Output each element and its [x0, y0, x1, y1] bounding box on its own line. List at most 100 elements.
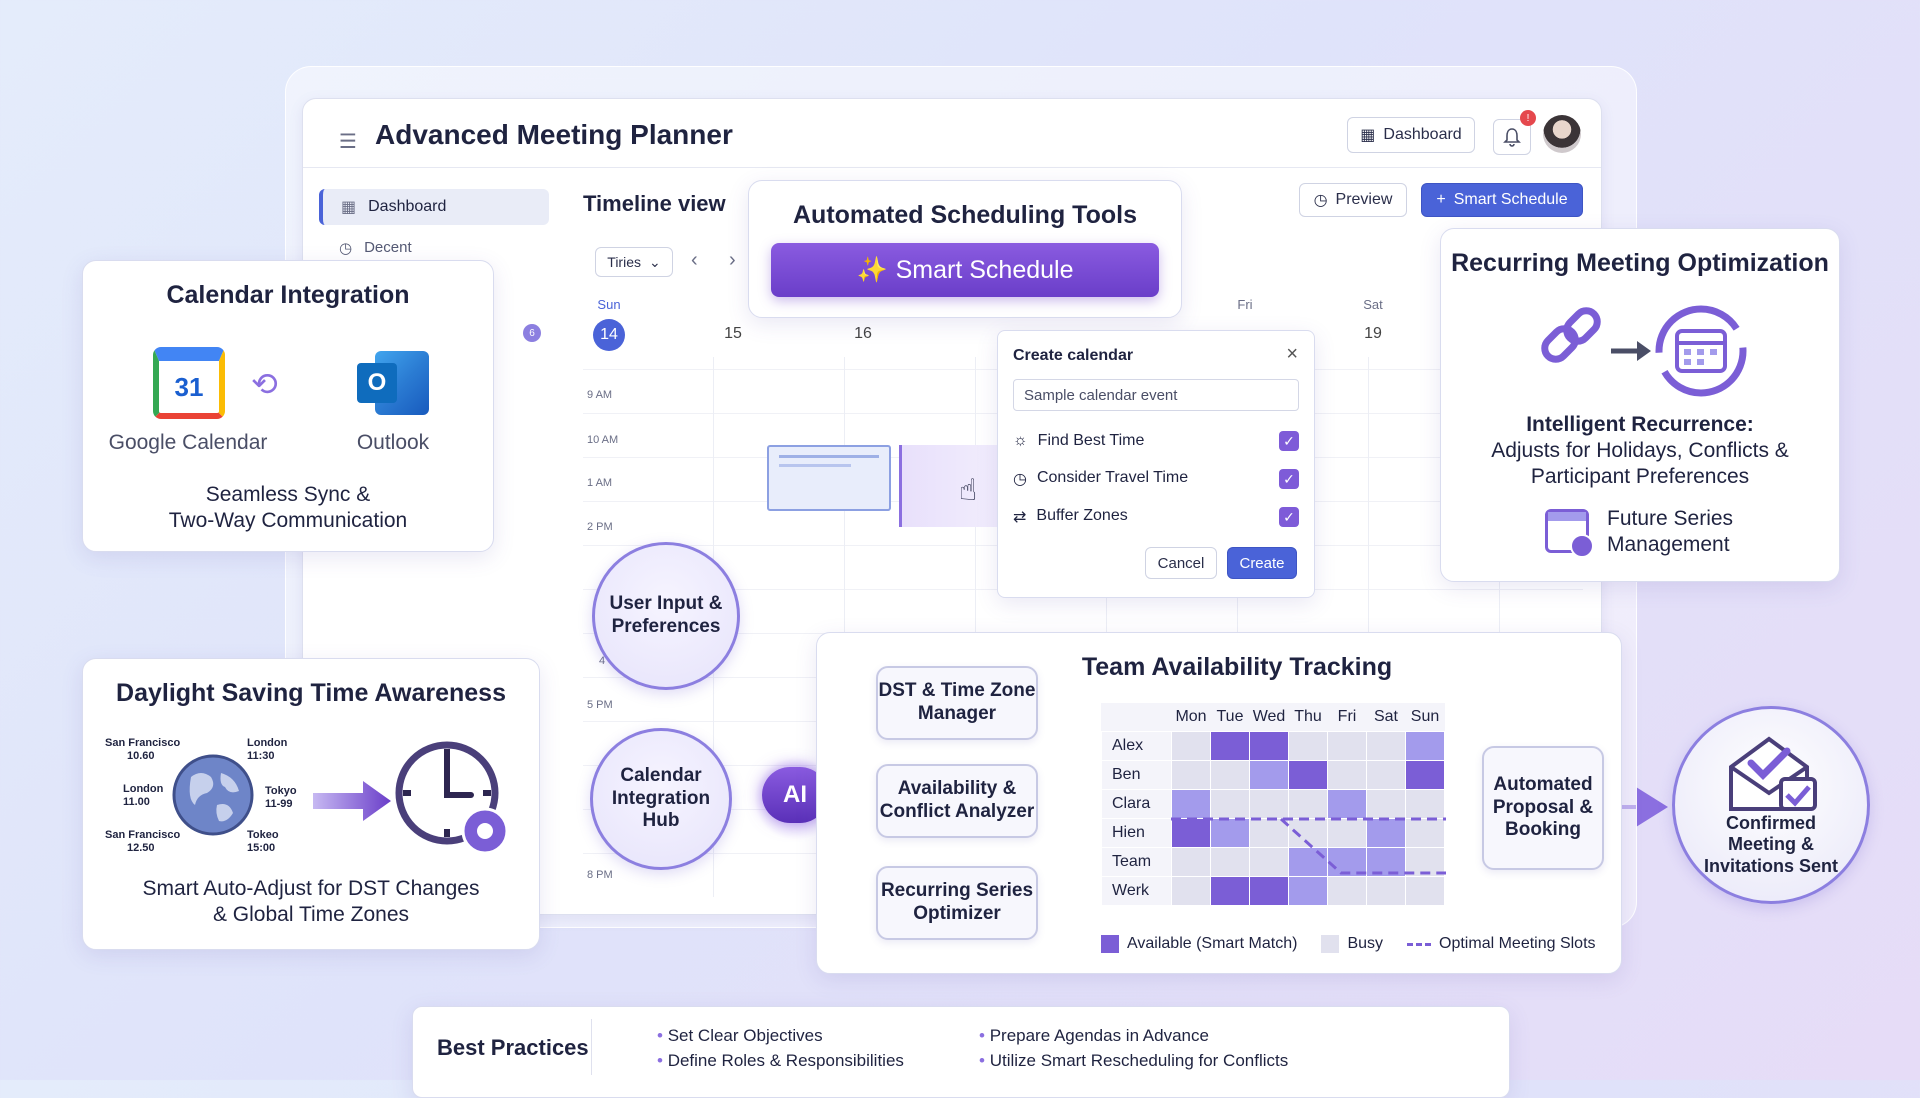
bell-icon	[1503, 128, 1521, 147]
option-find-best-time[interactable]: ☼Find Best Time ✓	[1013, 431, 1299, 451]
day-header: Wed	[1252, 708, 1286, 725]
calendar-icon: ▦	[341, 199, 357, 216]
availability-cell[interactable]	[1249, 760, 1289, 790]
availability-cell[interactable]	[1327, 876, 1367, 906]
availability-cell[interactable]	[1366, 789, 1406, 819]
availability-cell[interactable]	[1288, 876, 1328, 906]
preview-button[interactable]: ◷Preview	[1299, 183, 1407, 217]
sidebar-item-dashboard[interactable]: ▦Dashboard	[319, 189, 549, 225]
timeline-label: Timeline view	[583, 191, 726, 216]
menu-icon[interactable]: ☰	[339, 131, 357, 153]
google-calendar-icon: 31	[153, 347, 225, 419]
checkbox-checked[interactable]: ✓	[1279, 507, 1299, 527]
sun-icon: ☼	[1013, 432, 1028, 449]
avatar[interactable]	[1543, 115, 1581, 153]
availability-cell[interactable]	[1327, 818, 1367, 848]
event-block[interactable]	[767, 445, 891, 511]
clock-icon: ◷	[1313, 192, 1328, 209]
availability-cell[interactable]	[1171, 760, 1211, 790]
member-name: Ben	[1101, 760, 1172, 790]
availability-cell[interactable]	[1366, 731, 1406, 761]
availability-cell[interactable]	[1249, 876, 1289, 906]
smart-schedule-top-button[interactable]: +Smart Schedule	[1421, 183, 1583, 217]
day-date[interactable]: 16	[854, 325, 872, 342]
calendar-clock-icon	[1545, 509, 1594, 558]
hand-cursor-icon: ☝	[959, 474, 978, 507]
availability-cell[interactable]	[1210, 847, 1250, 877]
time-label: 5 PM	[587, 699, 613, 711]
availability-cell[interactable]	[1171, 876, 1211, 906]
availability-cell[interactable]	[1171, 731, 1211, 761]
drag-preview-block[interactable]	[899, 445, 1012, 527]
availability-cell[interactable]	[1288, 760, 1328, 790]
confirmed-meeting-node: Confirmed Meeting & Invitations Sent	[1672, 706, 1870, 904]
automated-tools-title: Automated Scheduling Tools	[793, 201, 1137, 229]
clock-icon: ◷	[1013, 471, 1027, 488]
availability-cell[interactable]	[1327, 731, 1367, 761]
day-header: Sat	[1373, 708, 1398, 725]
availability-cell[interactable]	[1249, 789, 1289, 819]
availability-cell[interactable]	[1171, 818, 1211, 848]
app-title: Advanced Meeting Planner	[375, 119, 733, 150]
time-label: 10 AM	[587, 434, 619, 446]
day-name: Fri	[1237, 297, 1253, 312]
member-name: Team	[1101, 847, 1172, 877]
availability-analyzer-node: Availability & Conflict Analyzer	[876, 764, 1038, 838]
sync-icon: ⟲	[251, 366, 278, 402]
option-travel-time[interactable]: ◷Consider Travel Time ✓	[1013, 469, 1299, 489]
availability-cell[interactable]	[1405, 731, 1445, 761]
availability-cell[interactable]	[1405, 760, 1445, 790]
calendar-icon: ▦	[1360, 127, 1376, 144]
create-button[interactable]: Create	[1227, 547, 1297, 579]
event-name-input[interactable]	[1013, 379, 1299, 411]
availability-cell[interactable]	[1288, 789, 1328, 819]
best-practices-col2: • Prepare Agendas in Advance • Utilize S…	[979, 1023, 1288, 1073]
option-buffer-zones[interactable]: ⇄Buffer Zones ✓	[1013, 507, 1299, 527]
notification-button[interactable]: !	[1493, 110, 1536, 155]
recurrence-line3: Participant Preferences	[1530, 465, 1750, 488]
availability-cell[interactable]	[1210, 876, 1250, 906]
best-practices-title: Best Practices	[437, 1035, 589, 1060]
prev-arrow-icon[interactable]: ‹	[691, 249, 698, 271]
availability-cell[interactable]	[1288, 847, 1328, 877]
arrows-icon: ⇄	[1013, 509, 1027, 526]
availability-cell[interactable]	[1210, 731, 1250, 761]
heatmap-row: Alex	[1101, 731, 1445, 761]
smart-schedule-button[interactable]: ✨Smart Schedule	[771, 243, 1159, 297]
close-icon[interactable]: ×	[1286, 343, 1298, 365]
availability-cell[interactable]	[1171, 847, 1211, 877]
day-date[interactable]: 15	[724, 325, 742, 342]
checkbox-checked[interactable]: ✓	[1279, 431, 1299, 451]
clock-gear-icon	[395, 741, 509, 855]
team-availability-card: Team Availability Tracking Mon Tue Wed T…	[816, 632, 1622, 974]
cancel-button[interactable]: Cancel	[1145, 547, 1217, 579]
google-calendar-label: Google Calendar	[108, 431, 268, 454]
time-label: 2 PM	[587, 521, 613, 533]
day-date[interactable]: 19	[1364, 325, 1382, 342]
availability-cell[interactable]	[1366, 876, 1406, 906]
availability-cell[interactable]	[1210, 818, 1250, 848]
next-arrow-icon[interactable]: ›	[729, 249, 736, 271]
availability-cell[interactable]	[1249, 731, 1289, 761]
best-practices-card: Best Practices • Set Clear Objectives • …	[412, 1006, 1510, 1098]
checkbox-checked[interactable]: ✓	[1279, 469, 1299, 489]
dashboard-button[interactable]: ▦Dashboard	[1347, 117, 1475, 153]
header-divider	[303, 167, 1601, 168]
day-date-today[interactable]: 14	[593, 319, 625, 351]
sidebar-item-recent[interactable]: ◷Decent	[339, 239, 412, 257]
availability-cell[interactable]	[1327, 789, 1367, 819]
time-label: 1 AM	[587, 477, 613, 489]
list-item: • Define Roles & Responsibilities	[657, 1051, 904, 1070]
availability-cell[interactable]	[1405, 876, 1445, 906]
availability-cell[interactable]	[1210, 760, 1250, 790]
day-name: Sun	[597, 297, 621, 312]
availability-cell[interactable]	[1405, 818, 1445, 848]
availability-cell[interactable]	[1210, 789, 1250, 819]
recurring-optimization-card: Recurring Meeting Optimization Intellige…	[1440, 228, 1840, 582]
day-header: Sun	[1410, 708, 1440, 725]
filter-select[interactable]: Tiries⌄	[595, 247, 673, 277]
chevron-down-icon: ⌄	[648, 253, 661, 270]
availability-cell[interactable]	[1288, 731, 1328, 761]
